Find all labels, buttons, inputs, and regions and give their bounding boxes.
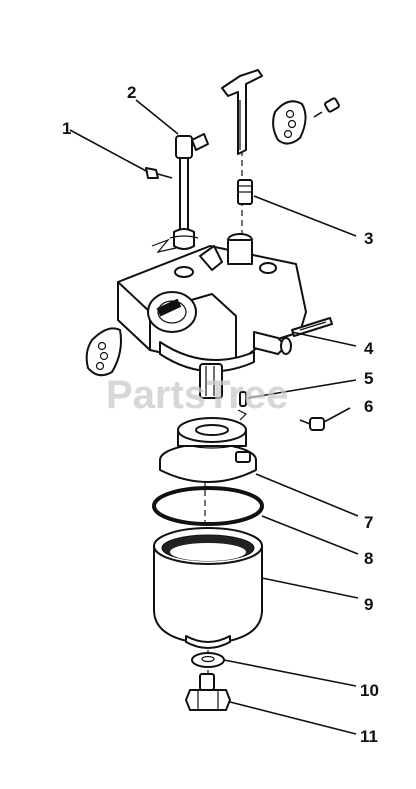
callout-2: 2 xyxy=(127,83,136,102)
drain-washer xyxy=(191,652,225,668)
choke-lever xyxy=(221,69,263,155)
choke-plate xyxy=(272,100,307,145)
carburetor-body xyxy=(117,233,307,399)
float-pin xyxy=(291,317,333,337)
callout-3: 3 xyxy=(364,229,373,248)
bowl-nut xyxy=(185,673,231,711)
bowl-drain-screw xyxy=(299,417,325,431)
float-bowl xyxy=(153,527,263,649)
bowl-gasket xyxy=(152,486,264,526)
callout-1: 1 xyxy=(62,119,71,138)
callout-11: 11 xyxy=(360,727,378,746)
watermark: PartsTree xyxy=(106,373,288,417)
float xyxy=(159,417,257,483)
idle-jet xyxy=(237,179,253,205)
spring-wire xyxy=(151,238,177,253)
inlet-needle xyxy=(237,391,248,421)
callout-4: 4 xyxy=(364,339,374,358)
leader-lines xyxy=(69,99,359,735)
throttle-screw xyxy=(145,167,173,179)
callout-6: 6 xyxy=(364,397,373,416)
callout-5: 5 xyxy=(364,369,373,388)
callout-8: 8 xyxy=(364,549,373,568)
choke-plate-screw xyxy=(313,97,340,118)
throttle-plate xyxy=(85,327,122,377)
callout-10: 10 xyxy=(360,681,379,700)
callout-7: 7 xyxy=(364,513,373,532)
callout-9: 9 xyxy=(364,595,373,614)
throttle-shaft xyxy=(169,133,209,250)
